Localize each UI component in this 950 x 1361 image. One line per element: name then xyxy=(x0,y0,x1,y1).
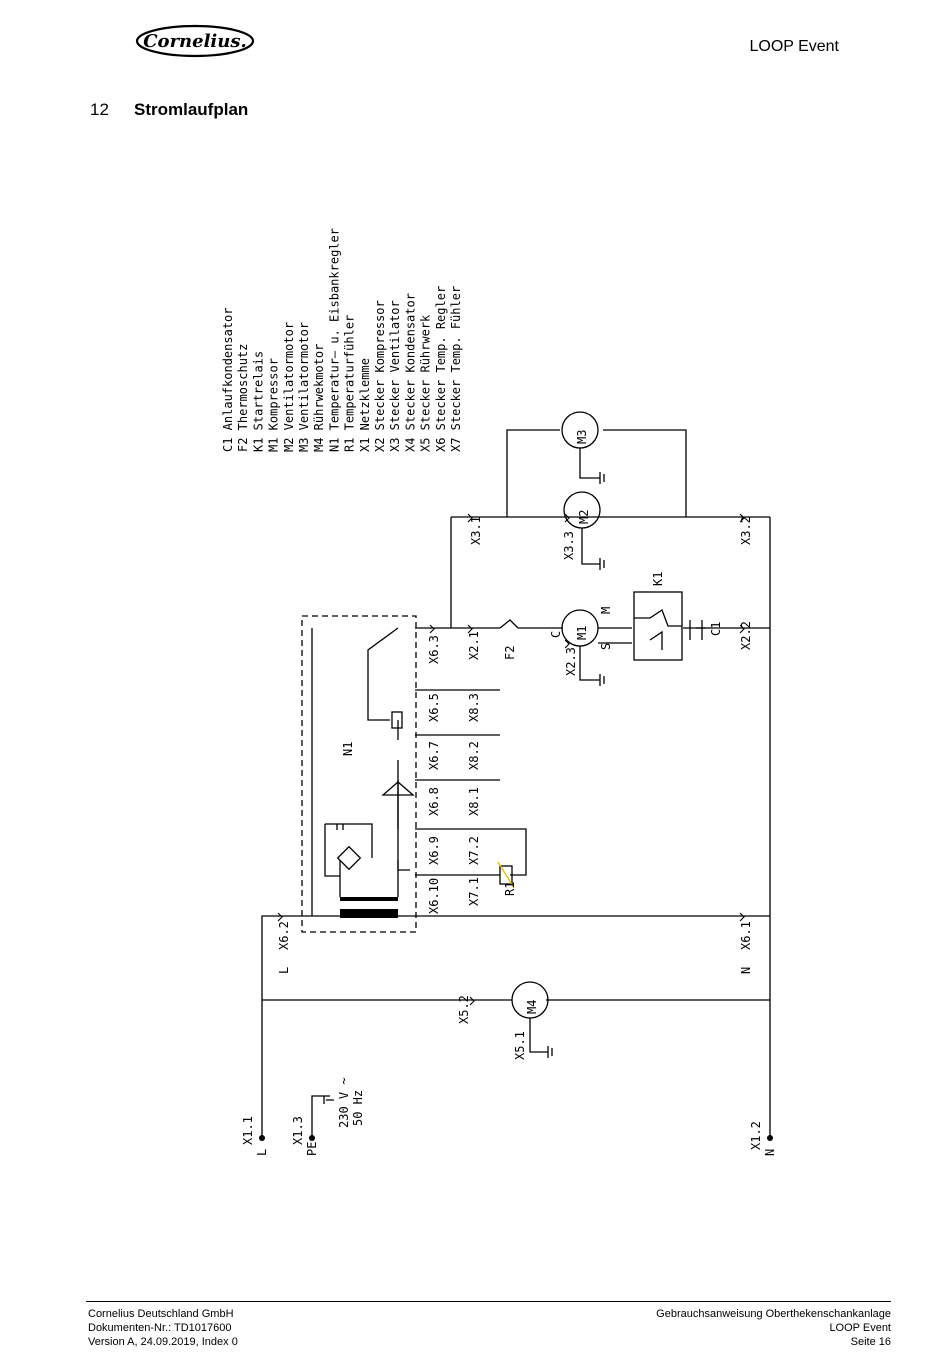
cornelius-logo: Cornelius. xyxy=(135,24,255,58)
footer-left: Cornelius Deutschland GmbH Dokumenten-Nr… xyxy=(88,1307,238,1349)
label-x5-1: X5.1 xyxy=(513,1031,527,1060)
label-x8-3: X8.3 xyxy=(467,693,481,722)
label-m1: M1 xyxy=(575,626,589,640)
label-x6-5: X6.5 xyxy=(427,693,441,722)
label-x1-1-l: L xyxy=(255,1149,269,1156)
label-x8-1: X8.1 xyxy=(467,787,481,816)
legend-item: X1 Netzklemme xyxy=(358,358,372,452)
svg-text:Cornelius.: Cornelius. xyxy=(143,31,247,52)
label-x6-8: X6.8 xyxy=(427,787,441,816)
label-x7-2: X7.2 xyxy=(467,836,481,865)
label-x3-3: X3.3 xyxy=(562,531,576,560)
label-r1: R1 xyxy=(503,882,517,896)
footer-version: Version A, 24.09.2019, Index 0 xyxy=(88,1336,238,1348)
legend-item: C1 Anlaufkondensator xyxy=(221,308,235,453)
label-x5-2: X5.2 xyxy=(457,995,471,1024)
r1-sensor-symbol xyxy=(499,865,513,885)
footer-divider xyxy=(86,1301,891,1302)
label-x2-3: X2.3 xyxy=(564,647,578,676)
footer-right: Gebrauchsanweisung Oberthekenschankanlag… xyxy=(656,1307,891,1349)
section-number: 12 xyxy=(90,100,109,119)
label-x6-10: X6.10 xyxy=(427,878,441,914)
section-heading: 12 Stromlaufplan xyxy=(90,100,248,120)
legend-item: F2 Thermoschutz xyxy=(236,344,250,452)
label-x1-3-pe: PE xyxy=(305,1142,319,1156)
document-title: LOOP Event xyxy=(749,38,839,55)
label-n1: N1 xyxy=(341,742,355,756)
label-x7-1: X7.1 xyxy=(467,877,481,906)
footer-company: Cornelius Deutschland GmbH xyxy=(88,1308,234,1320)
legend-item: N1 Temperatur– u. Eisbankregler xyxy=(327,228,341,452)
label-supply-frequency: 50 Hz xyxy=(351,1090,365,1126)
legend-item: K1 Startrelais xyxy=(251,351,265,452)
legend-item: M1 Kompressor xyxy=(267,358,281,452)
label-s: S xyxy=(599,643,613,650)
label-m: M xyxy=(599,607,613,614)
label-x1-3: X1.3 xyxy=(291,1116,305,1145)
label-f2: F2 xyxy=(503,646,517,660)
label-x2-2: X2.2 xyxy=(739,621,753,650)
legend-item: M2 Ventilatormotor xyxy=(282,322,296,452)
footer-manual-title: Gebrauchsanweisung Oberthekenschankanlag… xyxy=(656,1308,891,1320)
footer-doc-number: Dokumenten-Nr.: TD1017600 xyxy=(88,1322,232,1334)
footer-product: LOOP Event xyxy=(829,1322,891,1334)
label-x6-7: X6.7 xyxy=(427,741,441,770)
legend-item: X3 Stecker Ventilator xyxy=(388,300,402,452)
legend-item: X5 Stecker Rührwerk xyxy=(419,314,433,452)
label-x6-2: X6.2 xyxy=(277,921,291,950)
legend-item: X4 Stecker Kondensator xyxy=(403,293,417,452)
label-c: C xyxy=(549,631,563,638)
label-x1-2-n: N xyxy=(763,1149,777,1156)
legend-item: M4 Rührwekmotor xyxy=(312,344,326,452)
label-x6-1: X6.1 xyxy=(739,921,753,950)
footer-page-number: Seite 16 xyxy=(850,1336,891,1348)
label-x6-3: X6.3 xyxy=(427,635,441,664)
legend-item: X7 Stecker Temp. Fühler xyxy=(449,286,463,452)
label-supply-voltage: 230 V ~ xyxy=(337,1077,351,1128)
section-title: Stromlaufplan xyxy=(134,100,249,119)
label-x3-1: X3.1 xyxy=(469,516,483,545)
label-k1: K1 xyxy=(651,572,665,586)
legend-item: X2 Stecker Kompressor xyxy=(373,300,387,452)
label-m2: M2 xyxy=(577,510,591,524)
label-x6-9: X6.9 xyxy=(427,836,441,865)
label-c1: C1 xyxy=(709,622,723,636)
legend-item: M3 Ventilatormotor xyxy=(297,322,311,452)
legend-item: R1 Temperaturfühler xyxy=(343,315,357,452)
label-n: N xyxy=(739,967,753,974)
label-x3-2: X3.2 xyxy=(739,516,753,545)
label-l: L xyxy=(277,967,291,974)
label-m3: M3 xyxy=(575,430,589,444)
label-x1-1: X1.1 xyxy=(241,1116,255,1145)
label-x2-1: X2.1 xyxy=(467,631,481,660)
label-x1-2: X1.2 xyxy=(749,1121,763,1150)
legend-item: X6 Stecker Temp. Regler xyxy=(434,286,448,452)
label-m4: M4 xyxy=(525,1000,539,1014)
label-x8-2: X8.2 xyxy=(467,741,481,770)
